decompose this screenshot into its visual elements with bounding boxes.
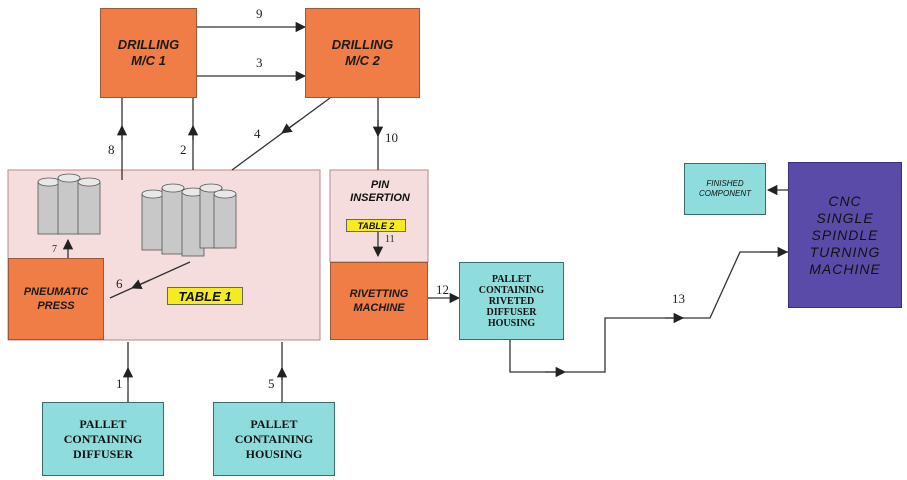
edge-label-2: 2 [180,142,187,158]
table1-tag: TABLE 1 [167,287,243,305]
part-stack-small [38,174,100,234]
rivetting-machine: RIVETTING MACHINE [330,262,428,340]
edge-label-6: 6 [116,276,123,292]
pallet-diffuser-label: PALLET CONTAINING DIFFUSER [64,417,142,462]
edge-label-13: 13 [672,291,685,307]
drilling-machine-1: DRILLING M/C 1 [100,8,197,98]
finished-component: FINISHED COMPONENT [684,163,766,215]
edge-label-1: 1 [116,376,123,392]
edge-label-5: 5 [268,376,275,392]
drilling-machine-2-label: DRILLING M/C 2 [332,37,393,69]
pneumatic-press: PNEUMATIC PRESS [8,258,104,340]
edge-label-12: 12 [436,282,449,298]
rivetting-machine-label: RIVETTING MACHINE [350,287,409,315]
pin-insertion: PIN INSERTION [335,172,425,212]
drilling-machine-1-label: DRILLING M/C 1 [118,37,179,69]
drilling-machine-2: DRILLING M/C 2 [305,8,420,98]
pneumatic-press-label: PNEUMATIC PRESS [24,285,89,313]
pallet-riveted-housing: PALLET CONTAINING RIVETED DIFFUSER HOUSI… [459,262,564,340]
cnc-machine-label: CNC SINGLE SPINDLE TURNING MACHINE [809,193,881,278]
cnc-machine: CNC SINGLE SPINDLE TURNING MACHINE [788,162,902,308]
edge-label-8: 8 [108,142,115,158]
edge-label-3: 3 [256,55,263,71]
pallet-diffuser: PALLET CONTAINING DIFFUSER [42,402,164,476]
edge-label-7: 7 [52,244,57,255]
edge-label-10: 10 [385,130,398,146]
part-stack-large [142,184,236,256]
pallet-riveted-housing-label: PALLET CONTAINING RIVETED DIFFUSER HOUSI… [479,274,544,329]
edge-4 [232,98,330,170]
pallet-housing: PALLET CONTAINING HOUSING [213,402,335,476]
pallet-housing-label: PALLET CONTAINING HOUSING [235,417,313,462]
pin-insertion-label: PIN INSERTION [350,179,410,205]
table2-tag: TABLE 2 [346,219,406,232]
edge-label-11: 11 [385,234,395,245]
edge-label-4: 4 [254,126,261,142]
edge-label-9: 9 [256,6,263,22]
finished-component-label: FINISHED COMPONENT [699,179,751,199]
